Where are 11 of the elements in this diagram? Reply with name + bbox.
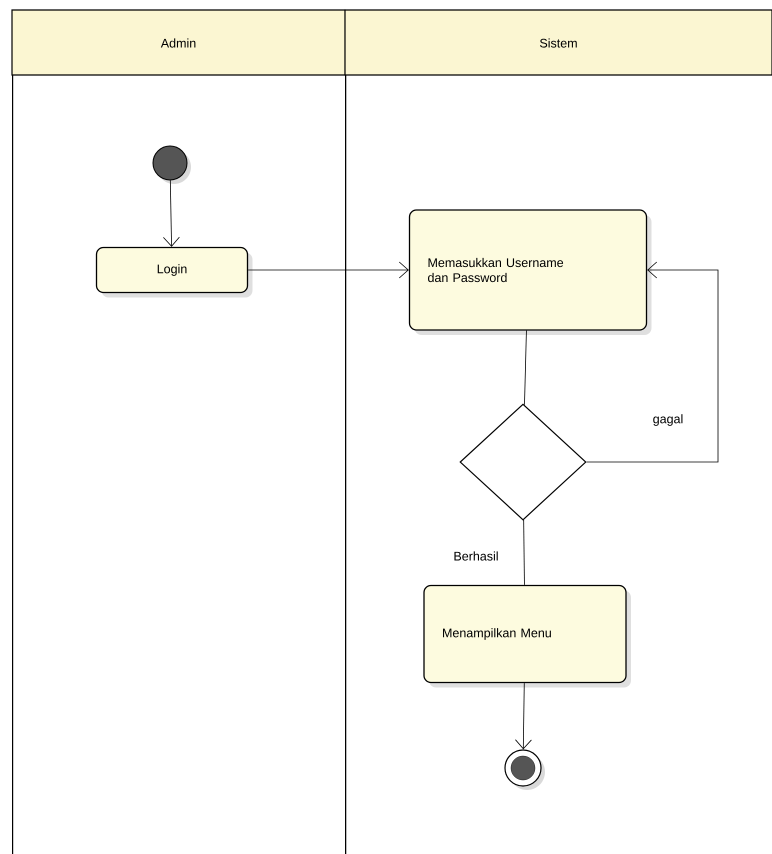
action-box: Login bbox=[96, 246, 252, 298]
arrow bbox=[586, 262, 718, 462]
action-box: Memasukkan Username dan Password bbox=[408, 209, 652, 335]
final-node bbox=[504, 749, 545, 790]
arrow bbox=[162, 180, 180, 247]
edge-label: gagal bbox=[652, 413, 684, 427]
edge-label: Berhasil bbox=[452, 550, 500, 562]
initial-node bbox=[152, 146, 191, 184]
action-box: Menampilkan Menu bbox=[423, 584, 631, 688]
arrow bbox=[515, 682, 532, 750]
arrow bbox=[248, 262, 409, 278]
